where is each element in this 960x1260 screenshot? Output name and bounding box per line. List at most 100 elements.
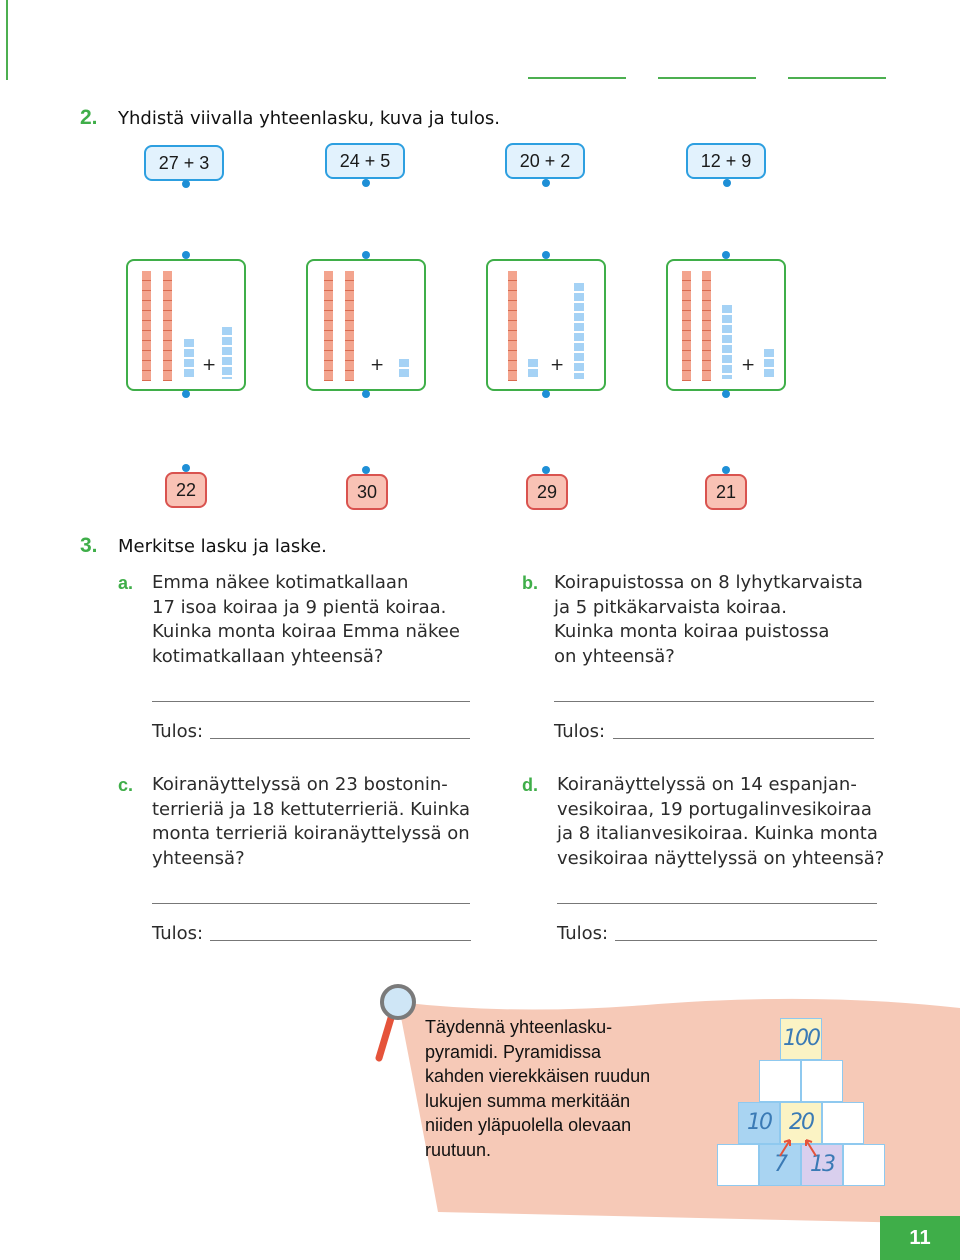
ten-rod: [702, 271, 711, 381]
result-line[interactable]: [615, 940, 877, 941]
text-line: ja 5 pitkäkarvaista koiraa.: [554, 596, 787, 618]
text-line: monta terrieriä koiranäyttelyssä on: [152, 823, 470, 844]
text-line: vesikoiraa näyttelyssä on yhteensä?: [557, 847, 885, 869]
plus-sign: +: [202, 355, 217, 375]
pyramid-cell[interactable]: 7: [759, 1144, 801, 1186]
pyramid-cell[interactable]: [759, 1060, 801, 1102]
plus-sign: +: [550, 355, 565, 375]
pyramid-cell-top[interactable]: 100: [780, 1018, 822, 1060]
base-ten-picture: +: [126, 259, 246, 391]
connector-dot[interactable]: [542, 466, 550, 474]
connector-dot[interactable]: [182, 180, 190, 188]
calculation-line[interactable]: [557, 903, 877, 904]
page-number: 11: [880, 1216, 960, 1260]
ones-cubes: [528, 359, 538, 379]
bonus-instructions: Täydennä yhteenlasku- pyramidi. Pyramidi…: [425, 1015, 715, 1162]
connector-dot[interactable]: [542, 390, 550, 398]
result-line[interactable]: [613, 738, 874, 739]
subtask-letter-c: c.: [118, 775, 134, 795]
subtask-letter-a: a.: [118, 573, 134, 593]
task-2-title: Yhdistä viivalla yhteenlasku, kuva ja tu…: [118, 108, 500, 129]
subtask-letter-b: b.: [522, 573, 538, 593]
text-line: pyramidi. Pyramidissa: [425, 1041, 602, 1062]
ten-rod: [345, 271, 354, 381]
connector-dot[interactable]: [723, 179, 731, 187]
text-line: Kuinka monta koiraa Emma näkee: [152, 621, 460, 642]
text-line: Täydennä yhteenlasku-: [425, 1017, 613, 1037]
text-line: kahden vierekkäisen ruudun: [425, 1066, 651, 1086]
expression-box[interactable]: 20 + 2: [505, 143, 585, 179]
calculation-line[interactable]: [152, 903, 470, 904]
connector-dot[interactable]: [362, 466, 370, 474]
answer-line-1[interactable]: [528, 77, 626, 79]
plus-sign: +: [370, 355, 385, 375]
result-line[interactable]: [210, 738, 470, 739]
result-box[interactable]: 30: [346, 474, 388, 510]
subtask-b-text: Koirapuistossa on 8 lyhytkarvaista ja 5 …: [554, 571, 863, 669]
margin-line: [6, 0, 8, 80]
ones-cubes: [722, 305, 732, 379]
base-ten-picture: +: [486, 259, 606, 391]
expression-box[interactable]: 24 + 5: [325, 143, 405, 179]
connector-dot[interactable]: [362, 251, 370, 259]
magnifier-icon: [375, 984, 416, 1062]
ones-cubes: [764, 349, 774, 379]
connector-dot[interactable]: [722, 251, 730, 259]
connector-dot[interactable]: [542, 179, 550, 187]
ones-cubes: [184, 339, 194, 379]
base-ten-picture: +: [306, 259, 426, 391]
calculation-line[interactable]: [152, 701, 470, 702]
result-label: Tulos:: [152, 721, 204, 742]
ten-rod: [142, 271, 151, 381]
expression-box[interactable]: 27 + 3: [144, 145, 224, 181]
result-box[interactable]: 21: [705, 474, 747, 510]
text-line: niiden yläpuolella olevaan: [425, 1115, 632, 1135]
ones-cubes: [399, 359, 409, 379]
ten-rod: [163, 271, 172, 381]
connector-dot[interactable]: [722, 466, 730, 474]
text-line: ja 8 italianvesikoiraa. Kuinka monta: [557, 823, 878, 844]
pyramid-cell[interactable]: [801, 1060, 843, 1102]
pyramid-cell[interactable]: 13: [801, 1144, 843, 1186]
ten-rod: [682, 271, 691, 381]
connector-dot[interactable]: [362, 179, 370, 187]
result-line[interactable]: [210, 940, 471, 941]
text-line: ruutuun.: [425, 1139, 492, 1160]
text-line: Emma näkee kotimatkallaan: [152, 572, 409, 593]
answer-line-3[interactable]: [788, 77, 886, 79]
calculation-line[interactable]: [554, 701, 874, 702]
text-line: 17 isoa koiraa ja 9 pientä koiraa.: [152, 596, 447, 618]
task-3-number: 3.: [80, 534, 98, 557]
subtask-d-text: Koiranäyttelyssä on 14 espanjan- vesikoi…: [557, 773, 884, 871]
text-line: Koiranäyttelyssä on 14 espanjan-: [557, 774, 857, 795]
connector-dot[interactable]: [182, 464, 190, 472]
sum-arrows-icon: [779, 1139, 817, 1157]
result-box[interactable]: 22: [165, 472, 207, 508]
result-box[interactable]: 29: [526, 474, 568, 510]
text-line: Kuinka monta koiraa puistossa: [554, 621, 830, 642]
text-line: vesikoiraa, 19 portugalinvesikoiraa: [557, 798, 872, 820]
pyramid-cell[interactable]: [822, 1102, 864, 1144]
task-2-number: 2.: [80, 106, 98, 129]
task-3-title: Merkitse lasku ja laske.: [118, 536, 327, 557]
subtask-c-text: Koiranäyttelyssä on 23 bostonin- terrier…: [152, 773, 470, 871]
ones-cubes: [222, 327, 232, 379]
pyramid-cell[interactable]: 10: [738, 1102, 780, 1144]
base-ten-picture: +: [666, 259, 786, 391]
plus-sign: +: [741, 355, 756, 375]
result-label: Tulos:: [152, 923, 204, 944]
connector-dot[interactable]: [542, 251, 550, 259]
answer-line-2[interactable]: [658, 77, 756, 79]
subtask-letter-d: d.: [522, 775, 538, 795]
connector-dot[interactable]: [362, 390, 370, 398]
connector-dot[interactable]: [722, 390, 730, 398]
connector-dot[interactable]: [182, 390, 190, 398]
pyramid-cell[interactable]: 20: [780, 1102, 822, 1144]
subtask-a-text: Emma näkee kotimatkallaan 17 isoa koiraa…: [152, 571, 460, 669]
connector-dot[interactable]: [182, 251, 190, 259]
pyramid-cell[interactable]: [717, 1144, 759, 1186]
text-line: terrieriä ja 18 kettuterrieriä. Kuinka: [152, 798, 471, 820]
expression-box[interactable]: 12 + 9: [686, 143, 766, 179]
pyramid-cell[interactable]: [843, 1144, 885, 1186]
text-line: lukujen summa merkitään: [425, 1090, 631, 1111]
